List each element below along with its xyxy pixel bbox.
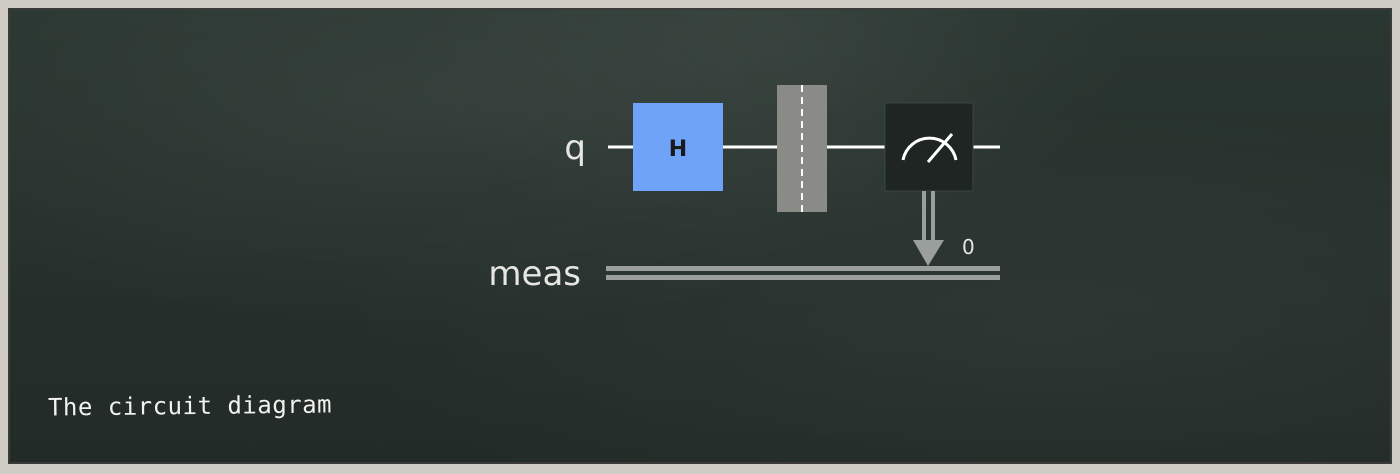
caption: The circuit diagram — [47, 390, 333, 422]
circuit-diagram: H q meas — [488, 85, 1000, 294]
measure-bit-index: 0 — [962, 235, 975, 259]
qubit-label: q — [564, 128, 586, 168]
barrier — [777, 85, 827, 212]
measure-gate — [884, 102, 974, 192]
gate-label: H — [669, 137, 687, 162]
classical-wire — [606, 266, 1000, 280]
hadamard-gate: H — [633, 103, 723, 191]
measure-arrow — [913, 191, 944, 266]
classical-register-label: meas — [488, 254, 581, 294]
chalkboard: H q meas — [8, 8, 1392, 464]
meter-icon — [901, 133, 958, 163]
